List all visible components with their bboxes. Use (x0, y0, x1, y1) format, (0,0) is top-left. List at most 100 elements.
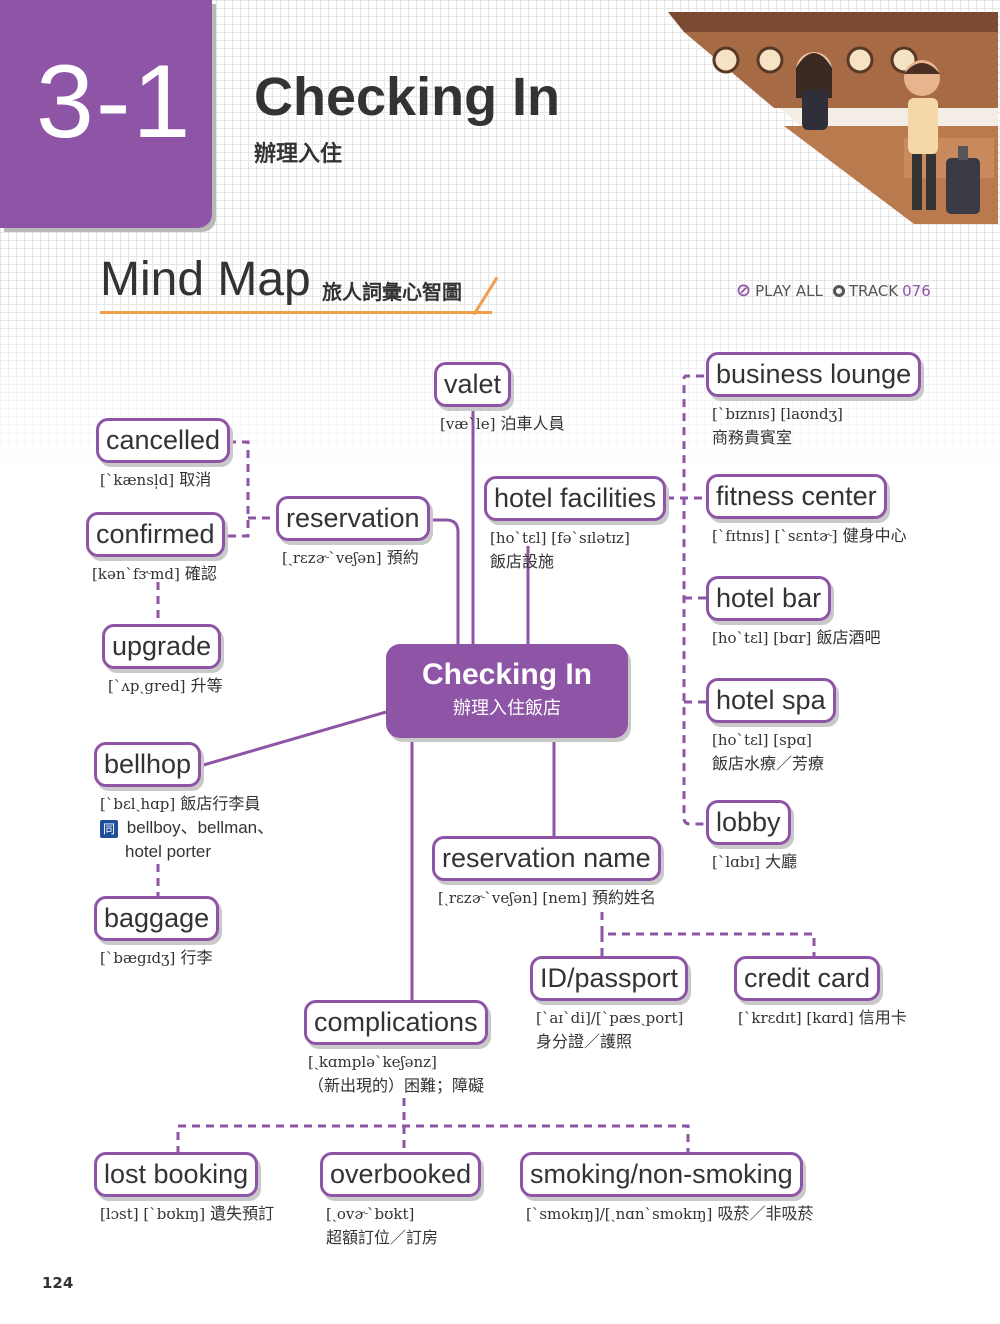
word-node-cancelled: cancelled (96, 418, 231, 463)
play-all-label: PLAY ALL (755, 281, 823, 300)
dash-complications-branch (176, 1124, 690, 1154)
pronunciation: [`aɪ`di]/[`pæsˏport] (536, 1009, 684, 1027)
synonym-icon: 同 (100, 819, 118, 838)
word-node-smoking: smoking/non-smoking (520, 1152, 803, 1197)
word-node-lobby: lobby (706, 800, 791, 845)
pronunciation: [ˏovɚ`bʊkt] (326, 1205, 415, 1223)
gloss-hotel-bar: [ho`tɛl] [bɑr] 飯店酒吧 (712, 626, 880, 650)
meaning: 大廳 (765, 852, 798, 871)
pronunciation: [`smokɪŋ]/[ˏnɑn`smokɪŋ] (526, 1205, 713, 1223)
meaning: 信用卡 (858, 1008, 907, 1027)
word-node-complications: complications (304, 1000, 488, 1045)
pronunciation: [lɔst] [`bʊkɪŋ] (100, 1205, 206, 1223)
dash-facilities-spine (682, 374, 706, 826)
pronunciation: [`krɛdɪt] [kɑrd] (738, 1009, 854, 1027)
gloss-valet: [væ`le] 泊車人員 (440, 412, 565, 436)
gloss-confirmed: [kən`fɝmd] 確認 (92, 562, 217, 586)
meaning: （新出現的）困難；障礙 (308, 1076, 485, 1095)
pronunciation: [`lɑbɪ] (712, 853, 761, 871)
meaning: 吸菸／非吸菸 (717, 1204, 814, 1223)
pronunciation: [`bɪznɪs] [laʊndʒ] (712, 405, 843, 423)
gloss-lobby: [`lɑbɪ] 大廳 (712, 850, 797, 874)
title-underline (100, 311, 492, 314)
meaning: 預約 (386, 548, 419, 567)
paperclip-icon: ⊘ (736, 280, 752, 301)
dash-resname-branch (600, 912, 816, 958)
pronunciation: [`kænsl̩d] (100, 471, 175, 489)
gloss-overbooked: [ˏovɚ`bʊkt] 超額訂位／訂房 (326, 1202, 438, 1250)
gloss-hotel-spa: [ho`tɛl] [spɑ] 飯店水療／芳療 (712, 728, 824, 776)
pronunciation: [ˏrɛzɚ`veʃən] [nem] (438, 889, 587, 907)
meaning: 預約姓名 (591, 888, 656, 907)
pronunciation: [ˏrɛzɚ`veʃən] (282, 549, 382, 567)
chapter-number-box: 3-1 (0, 0, 212, 228)
pronunciation: [væ`le] (440, 415, 496, 433)
chapter-number: 3-1 (36, 44, 193, 160)
disc-icon (832, 284, 845, 297)
pronunciation: [`bægɪdʒ] (100, 949, 176, 967)
pronunciation: [ho`tɛl] [spɑ] (712, 731, 812, 749)
gloss-smoking: [`smokɪŋ]/[ˏnɑn`smokɪŋ] 吸菸／非吸菸 (526, 1202, 814, 1226)
word-node-id-passport: ID/passport (530, 956, 689, 1001)
gloss-id-passport: [`aɪ`di]/[`pæsˏport] 身分證／護照 (536, 1006, 683, 1054)
word-node-overbooked: overbooked (320, 1152, 482, 1197)
meaning: 身分證／護照 (536, 1032, 633, 1051)
pronunciation: [kən`fɝmd] (92, 565, 180, 583)
word-node-reservation: reservation (276, 496, 430, 541)
meaning: 升等 (190, 676, 223, 695)
meaning: 商務貴賓室 (712, 428, 793, 447)
word-node-hotel-spa: hotel spa (706, 678, 836, 723)
word-node-baggage: baggage (94, 896, 220, 941)
synonyms-line-1: bellboy、bellman、 (126, 818, 275, 837)
audio-track-label[interactable]: ⊘ PLAY ALL TRACK 076 (736, 280, 931, 301)
gloss-reservation-name: [ˏrɛzɚ`veʃən] [nem] 預約姓名 (438, 886, 656, 910)
page-title: Checking In (254, 67, 561, 127)
mind-map-title: Mind Map (100, 253, 311, 306)
mind-map-subtitle: 旅人詞彙心智圖 (322, 280, 462, 304)
word-node-valet: valet (434, 362, 512, 407)
meaning: 飯店水療／芳療 (712, 754, 825, 773)
gloss-fitness-center: [`fɪtnɪs] [`sɛntɚ] 健身中心 (712, 524, 907, 548)
meaning: 行李 (180, 948, 213, 967)
word-node-upgrade: upgrade (102, 624, 222, 669)
pronunciation: [`bɛlˏhɑp] (100, 795, 176, 813)
word-node-fitness-center: fitness center (706, 474, 887, 519)
center-title: Checking In (421, 658, 593, 691)
center-node: Checking In 辦理入住飯店 (386, 644, 628, 738)
word-node-hotel-bar: hotel bar (706, 576, 832, 621)
meaning: 泊車人員 (500, 414, 565, 433)
meaning: 飯店酒吧 (816, 628, 881, 647)
track-label: TRACK (848, 281, 899, 300)
gloss-bellhop: [`bɛlˏhɑp] 飯店行李員 同 bellboy、bellman、 hote… (100, 792, 274, 864)
gloss-lost-booking: [lɔst] [`bʊkɪŋ] 遺失預訂 (100, 1202, 274, 1226)
meaning: 取消 (179, 470, 212, 489)
gloss-baggage: [`bægɪdʒ] 行李 (100, 946, 212, 970)
gloss-hotel-facilities: [ho`tɛl] [fə`sɪlətɪz] 飯店設施 (490, 526, 630, 574)
gloss-business-lounge: [`bɪznɪs] [laʊndʒ] 商務貴賓室 (712, 402, 843, 450)
dash-cancelled-confirmed (228, 440, 250, 538)
gloss-cancelled: [`kænsl̩d] 取消 (100, 468, 211, 492)
meaning: 飯店設施 (490, 552, 555, 571)
meaning: 飯店行李員 (180, 794, 261, 813)
pronunciation: [`fɪtnɪs] [`sɛntɚ] (712, 527, 838, 545)
page-title-zh: 辦理入住 (254, 142, 343, 167)
hotel-reception-illustration (668, 12, 998, 224)
pronunciation: [ho`tɛl] [bɑr] (712, 629, 812, 647)
track-number: 076 (902, 281, 931, 300)
pronunciation: [`ʌpˏgred] (108, 677, 186, 695)
meaning: 健身中心 (842, 526, 907, 545)
meaning: 超額訂位／訂房 (326, 1228, 439, 1247)
gloss-credit-card: [`krɛdɪt] [kɑrd] 信用卡 (738, 1006, 907, 1030)
gloss-upgrade: [`ʌpˏgred] 升等 (108, 674, 223, 698)
line-bellhop (199, 710, 387, 768)
word-node-hotel-facilities: hotel facilities (484, 476, 667, 521)
synonyms-line-2: hotel porter (125, 842, 211, 861)
pronunciation: [ho`tɛl] [fə`sɪlətɪz] (490, 529, 630, 547)
word-node-reservation-name: reservation name (432, 836, 661, 881)
line-reservation (426, 518, 460, 644)
word-node-bellhop: bellhop (94, 742, 202, 787)
word-node-confirmed: confirmed (86, 512, 225, 557)
gloss-complications: [ˏkɑmplə`keʃənz] （新出現的）困難；障礙 (308, 1050, 484, 1098)
meaning: 確認 (184, 564, 217, 583)
